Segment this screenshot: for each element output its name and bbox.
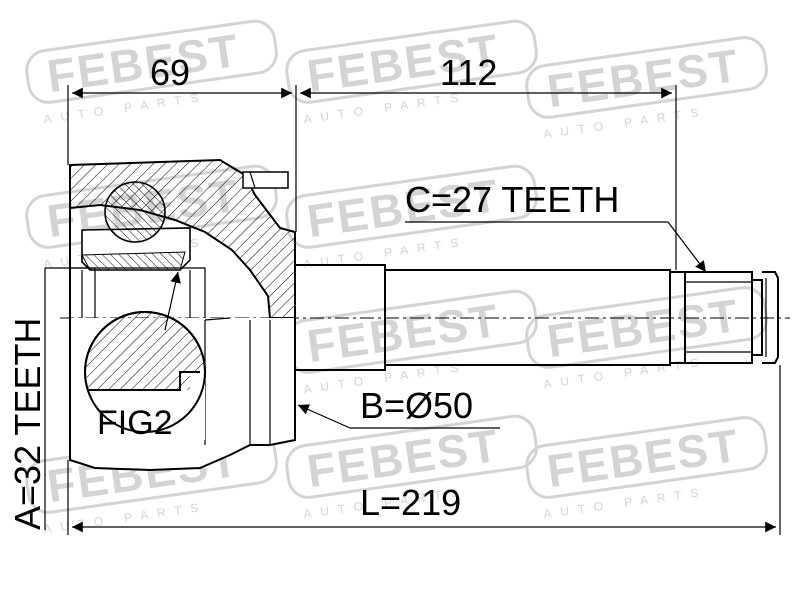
callout-spline-c: C=27 TEETH [405, 179, 707, 273]
callout-b-leader [297, 404, 351, 429]
shaft-groove [752, 279, 763, 356]
dim-label-69: 69 [150, 52, 190, 93]
callout-b-label: B=Ø50 [360, 385, 473, 426]
watermark-2: FEBEST AUTO PARTS [285, 19, 538, 126]
watermark-3: FEBEST AUTO PARTS [525, 36, 768, 141]
callout-c-leader [667, 221, 707, 273]
fig2-label: FIG2 [97, 404, 173, 442]
shaft-end [762, 271, 779, 364]
output-shaft [295, 264, 779, 371]
dimension-69: 69 [67, 52, 297, 232]
dim-label-112: 112 [440, 52, 497, 93]
housing-shoulder [204, 317, 231, 321]
watermark-6: FEBEST AUTO PARTS [525, 286, 768, 391]
watermark-10: FEBEST AUTO PARTS [525, 416, 768, 521]
callout-spline-a: A=32 TEETH [7, 267, 70, 530]
inner-spline [70, 267, 96, 318]
callout-c-label: C=27 TEETH [405, 179, 619, 220]
watermark-7: FEBEST AUTO PARTS [285, 289, 538, 396]
shaft-spline [670, 271, 686, 364]
inner-race-hatch [81, 251, 186, 271]
dimension-total-length: L=219 [67, 365, 781, 535]
dim-label-total: L=219 [360, 482, 461, 523]
callout-diameter-b: B=Ø50 [297, 385, 500, 429]
boot-clamp [242, 171, 289, 189]
cage-line [70, 267, 206, 318]
boot-clamp-line [249, 171, 256, 189]
fig2-outline [84, 311, 206, 433]
joint-ball [104, 181, 166, 243]
shaft-body [385, 269, 671, 366]
callout-a-label: A=32 TEETH [7, 318, 48, 530]
shaft-neck [295, 264, 386, 371]
dimension-112: 112 [300, 52, 677, 270]
fig2-detail: FIG2 [84, 311, 206, 442]
fig2-profile [88, 371, 200, 391]
shaft-spline-body [685, 271, 753, 364]
